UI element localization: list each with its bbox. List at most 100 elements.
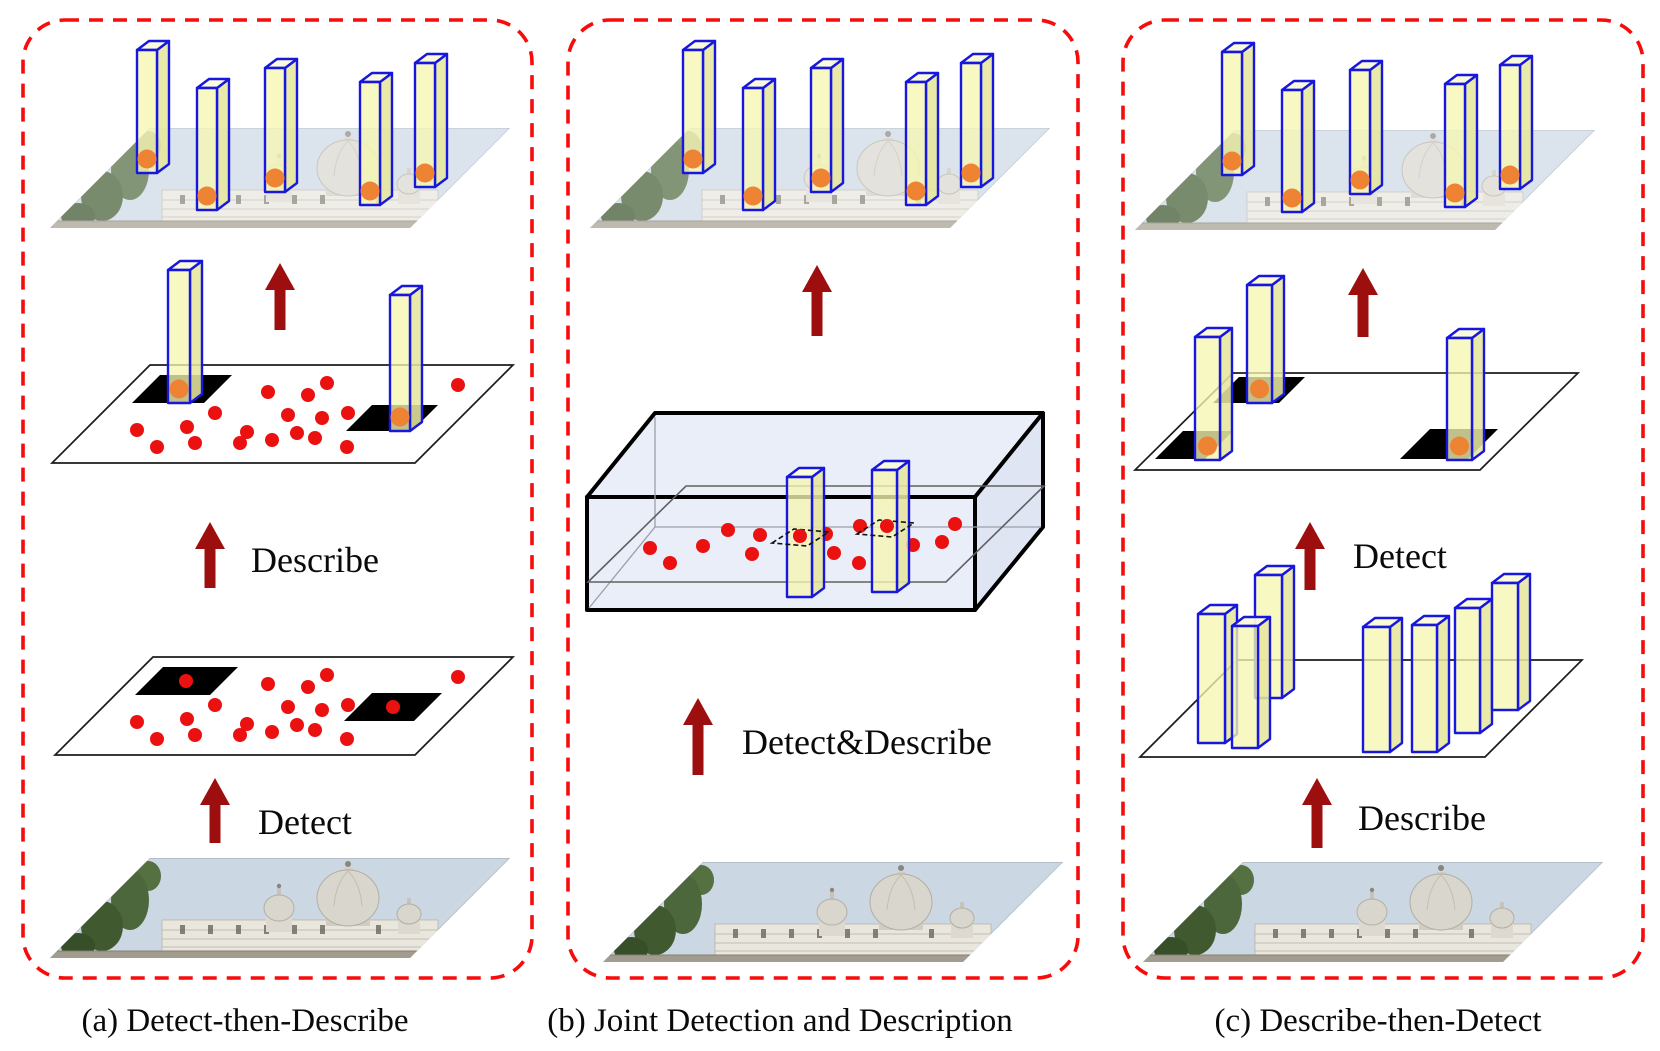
feature-point-dot xyxy=(451,378,465,392)
process-arrow-up-icon xyxy=(1348,268,1378,337)
feature-point-dot xyxy=(315,703,329,717)
keypoint-marker-dot xyxy=(1198,436,1217,456)
descriptor-column xyxy=(681,39,717,175)
descriptor-column xyxy=(195,77,231,212)
descriptor-column xyxy=(809,57,845,194)
feature-point-dot xyxy=(301,680,315,694)
descriptor-column xyxy=(388,284,424,433)
keypoint-marker-dot xyxy=(169,379,189,399)
input-image xyxy=(50,858,510,959)
feature-point-dot xyxy=(130,715,144,729)
descriptor-column xyxy=(1453,597,1494,735)
feature-point-dot xyxy=(261,677,275,691)
feature-point-dot xyxy=(663,556,677,570)
feature-point-dot xyxy=(240,425,254,439)
keypoint-marker-dot xyxy=(265,168,285,188)
step-label-describe-c: Describe xyxy=(1358,798,1486,838)
feature-point-dot xyxy=(745,547,759,561)
caption-panel-b: (b) Joint Detection and Description xyxy=(547,1003,1013,1039)
feature-point-dot xyxy=(265,433,279,447)
descriptor-column xyxy=(1361,616,1404,754)
panel-c-describe-then-detect xyxy=(1132,41,1603,963)
keypoint-marker-dot xyxy=(137,149,157,169)
panel-c-border xyxy=(1121,18,1645,980)
feature-volume xyxy=(585,411,1046,612)
feature-point-dot xyxy=(386,700,400,714)
keypoint-marker-dot xyxy=(743,186,763,206)
feature-point-dot xyxy=(341,406,355,420)
keypoint-marker-dot xyxy=(1500,165,1520,185)
feature-point-dot xyxy=(301,388,315,402)
feature-point-dot xyxy=(696,539,710,553)
caption-panel-a: (a) Detect-then-Describe xyxy=(81,1003,409,1039)
feature-point-dot xyxy=(852,556,866,570)
descriptor-column xyxy=(870,459,911,594)
input-image xyxy=(603,862,1063,963)
feature-point-dot xyxy=(753,528,767,542)
feature-point-dot xyxy=(130,423,144,437)
keypoint-marker-dot xyxy=(415,163,435,183)
selected-cell-outline xyxy=(854,519,917,538)
feature-point-dot xyxy=(261,385,275,399)
descriptor-column xyxy=(741,77,777,212)
feature-point-dot xyxy=(265,725,279,739)
feature-point-dot xyxy=(180,712,194,726)
descriptor-column xyxy=(904,71,940,207)
step-label-describe-a: Describe xyxy=(251,540,379,580)
feature-point-dot xyxy=(308,723,322,737)
step-label-detect-a: Detect xyxy=(258,802,352,842)
input-image xyxy=(1143,862,1603,963)
feature-point-dot xyxy=(290,426,304,440)
keypoint-marker-dot xyxy=(360,181,380,201)
descriptor-column xyxy=(1220,41,1256,177)
panel-borders xyxy=(21,18,1645,980)
feature-point-dot xyxy=(340,440,354,454)
feature-point-dot xyxy=(948,517,962,531)
step-label-detect-c: Detect xyxy=(1353,536,1447,576)
described-image xyxy=(50,39,510,229)
feature-point-dot xyxy=(320,376,334,390)
descriptor-column xyxy=(1245,274,1286,405)
keypoint-marker-dot xyxy=(683,149,703,169)
dense-descriptor-map xyxy=(1137,564,1585,758)
feature-point-dot xyxy=(233,436,247,450)
feature-point-dot xyxy=(208,406,222,420)
keypoint-marker-dot xyxy=(1282,188,1302,208)
described-image xyxy=(590,39,1050,229)
descriptor-column xyxy=(166,259,204,405)
description-map xyxy=(49,259,516,464)
feature-point-dot xyxy=(341,698,355,712)
descriptor-column xyxy=(135,39,171,175)
process-arrow-up-icon xyxy=(200,778,230,843)
caption-panel-c: (c) Describe-then-Detect xyxy=(1214,1003,1542,1039)
keypoint-marker-dot xyxy=(1222,151,1242,171)
feature-point-dot xyxy=(150,732,164,746)
descriptor-column xyxy=(1498,54,1534,191)
keypoint-score-map xyxy=(52,656,516,756)
keypoint-marker-dot xyxy=(390,407,410,427)
descriptor-column xyxy=(413,52,449,189)
process-arrow-up-icon xyxy=(683,698,713,775)
panel-a-detect-then-describe xyxy=(49,39,516,959)
descriptor-column xyxy=(1348,59,1384,196)
process-arrow-up-icon xyxy=(195,522,225,588)
feature-point-dot xyxy=(315,411,329,425)
keypoint-marker-dot xyxy=(906,181,926,201)
panel-b-joint-detection-description xyxy=(585,39,1063,963)
keypoint-marker-dot xyxy=(961,163,981,183)
feature-point-dot xyxy=(179,674,193,688)
keypoint-marker-dot xyxy=(1350,170,1370,190)
feature-point-dot xyxy=(320,668,334,682)
keypoint-marker-dot xyxy=(197,186,217,206)
process-arrow-up-icon xyxy=(1295,522,1325,590)
descriptor-column xyxy=(1410,614,1451,754)
step-label-detect-describe-b: Detect&Describe xyxy=(742,722,992,762)
selected-cell-outline xyxy=(769,528,832,547)
feature-point-dot xyxy=(853,519,867,533)
described-image xyxy=(1135,41,1595,231)
process-arrow-up-icon xyxy=(802,265,832,336)
feature-point-dot xyxy=(188,436,202,450)
feature-point-dot xyxy=(281,408,295,422)
detection-map xyxy=(1132,274,1581,471)
